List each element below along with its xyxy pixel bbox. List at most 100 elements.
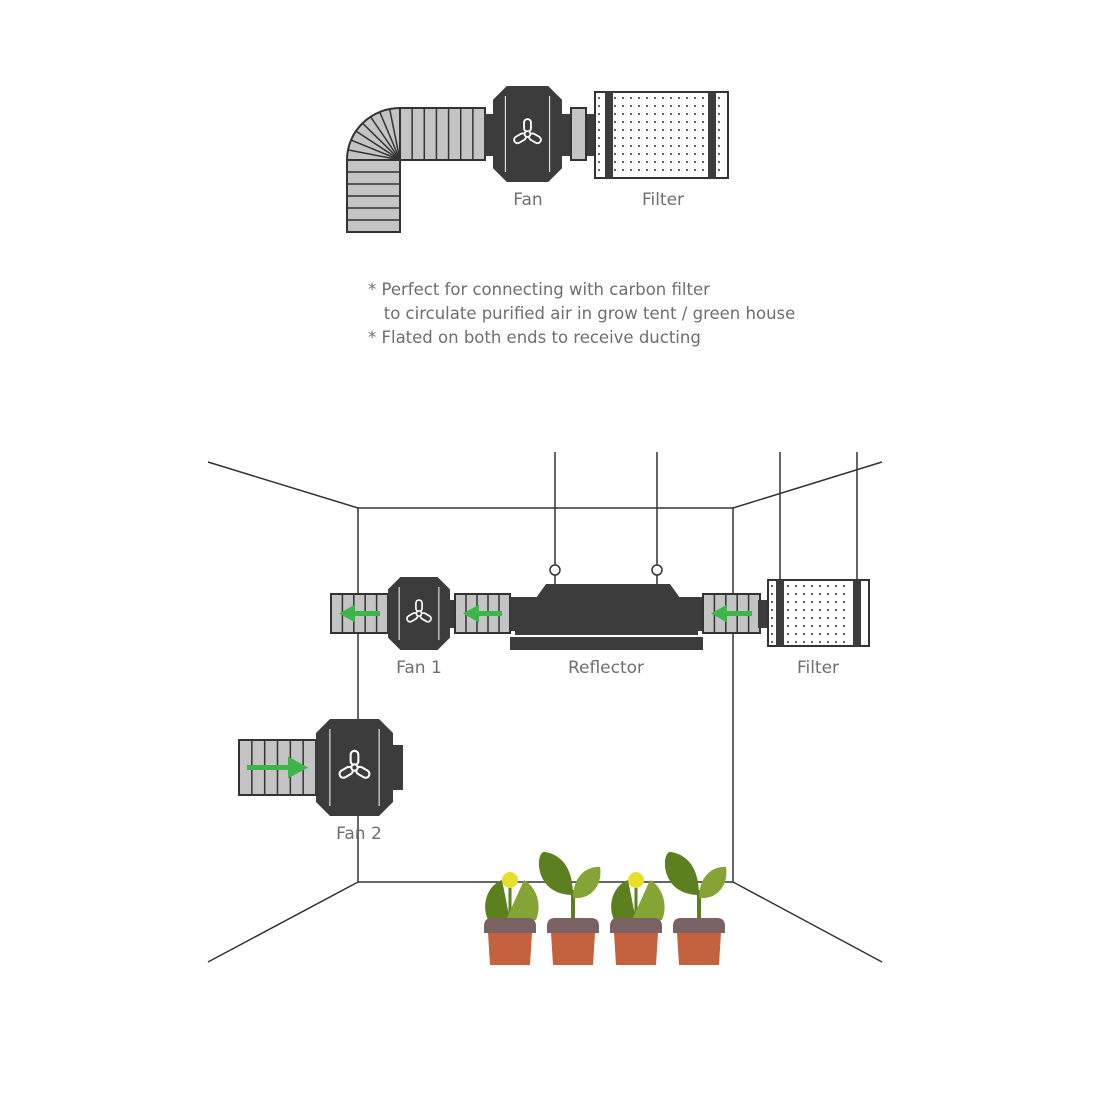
filter-dot bbox=[654, 129, 656, 131]
airflow-arrow-icon bbox=[247, 756, 308, 779]
filter-dot bbox=[827, 585, 829, 587]
filter-dot bbox=[638, 113, 640, 115]
filter-dot bbox=[694, 145, 696, 147]
filter-dot bbox=[670, 161, 672, 163]
filter-dot bbox=[819, 601, 821, 603]
filter-dot bbox=[843, 593, 845, 595]
filter-dot bbox=[678, 145, 680, 147]
filter-dot bbox=[670, 129, 672, 131]
filter-dot bbox=[646, 129, 648, 131]
filter-dot bbox=[614, 137, 616, 139]
hub bbox=[350, 763, 359, 772]
filter-dot bbox=[686, 161, 688, 163]
potted-plant bbox=[610, 872, 665, 965]
filter-dot bbox=[694, 137, 696, 139]
filter-dot bbox=[702, 145, 704, 147]
filter-dot bbox=[702, 97, 704, 99]
fan-blade-icon bbox=[513, 118, 542, 145]
filter-dot bbox=[795, 633, 797, 635]
filter-dot bbox=[686, 97, 688, 99]
arrow-shaft bbox=[475, 611, 502, 616]
duct-filter-out bbox=[702, 593, 761, 634]
filter-dot bbox=[803, 633, 805, 635]
filter-dot bbox=[827, 633, 829, 635]
filter-dot bbox=[678, 169, 680, 171]
filter-dot bbox=[622, 113, 624, 115]
inline-fan bbox=[493, 86, 562, 182]
filter-dot bbox=[614, 129, 616, 131]
filter-dot bbox=[694, 129, 696, 131]
filter-dot bbox=[670, 137, 672, 139]
airflow-arrow-icon bbox=[711, 604, 752, 623]
filter-dot bbox=[771, 609, 773, 611]
filter-dot bbox=[835, 585, 837, 587]
filter-dot bbox=[827, 625, 829, 627]
filter-dot bbox=[795, 641, 797, 643]
note-line: to circulate purified air in grow tent /… bbox=[368, 304, 796, 323]
pot-rim bbox=[484, 918, 536, 933]
filter-dot bbox=[803, 617, 805, 619]
filter-dot bbox=[827, 609, 829, 611]
pot-rim bbox=[673, 918, 725, 933]
filter-dot bbox=[827, 601, 829, 603]
filter-band bbox=[605, 92, 613, 178]
filter-dot bbox=[598, 105, 600, 107]
filter-dot bbox=[630, 121, 632, 123]
pot-rim bbox=[547, 918, 599, 933]
filter-dot bbox=[670, 169, 672, 171]
hub bbox=[415, 610, 423, 617]
filter-dot bbox=[819, 641, 821, 643]
filter-dot bbox=[646, 145, 648, 147]
filter-dot bbox=[662, 153, 664, 155]
duct-collar bbox=[570, 107, 587, 161]
filter-dot bbox=[654, 145, 656, 147]
filter-dot bbox=[771, 641, 773, 643]
filter-dot bbox=[803, 641, 805, 643]
filter-dot bbox=[638, 161, 640, 163]
filter-dot bbox=[787, 625, 789, 627]
arrow-head bbox=[339, 604, 355, 623]
flower-icon bbox=[628, 872, 644, 888]
room-carbon-filter bbox=[767, 579, 870, 647]
filter-dot bbox=[630, 129, 632, 131]
leaf-icon bbox=[506, 880, 539, 920]
arrow-head bbox=[288, 756, 308, 779]
filter-dot bbox=[622, 121, 624, 123]
airflow-arrow-icon bbox=[463, 604, 502, 623]
filter-dot bbox=[646, 169, 648, 171]
potted-plant bbox=[664, 851, 727, 965]
filter-dot bbox=[827, 593, 829, 595]
filter-dot bbox=[803, 601, 805, 603]
potted-plant bbox=[538, 851, 601, 965]
filter-dot bbox=[638, 137, 640, 139]
duct-rib bbox=[369, 116, 401, 161]
filter-dot bbox=[843, 601, 845, 603]
filter-dot bbox=[686, 169, 688, 171]
filter-dot bbox=[630, 113, 632, 115]
filter-dot bbox=[654, 137, 656, 139]
filter-dot bbox=[670, 105, 672, 107]
leaf-icon bbox=[632, 880, 665, 920]
filter-dot bbox=[686, 153, 688, 155]
filter-dot bbox=[803, 625, 805, 627]
fan-1 bbox=[388, 577, 450, 650]
filter-dot bbox=[598, 129, 600, 131]
leaf-icon bbox=[485, 880, 510, 920]
filter-dot bbox=[662, 129, 664, 131]
filter-dot bbox=[678, 105, 680, 107]
filter-room-label: Filter bbox=[797, 658, 839, 678]
flower-pot bbox=[677, 933, 721, 965]
filter-dot bbox=[630, 153, 632, 155]
note-line: * Perfect for connecting with carbon fil… bbox=[368, 280, 710, 299]
filter-dot bbox=[702, 129, 704, 131]
filter-dot bbox=[662, 169, 664, 171]
filter-dot bbox=[622, 105, 624, 107]
fan1-label: Fan 1 bbox=[396, 658, 442, 678]
duct-rib bbox=[347, 149, 401, 161]
filter-dot bbox=[654, 121, 656, 123]
filter-dot bbox=[811, 633, 813, 635]
filter-dot bbox=[694, 169, 696, 171]
reflector-glass bbox=[510, 637, 703, 650]
filter-dot bbox=[670, 153, 672, 155]
